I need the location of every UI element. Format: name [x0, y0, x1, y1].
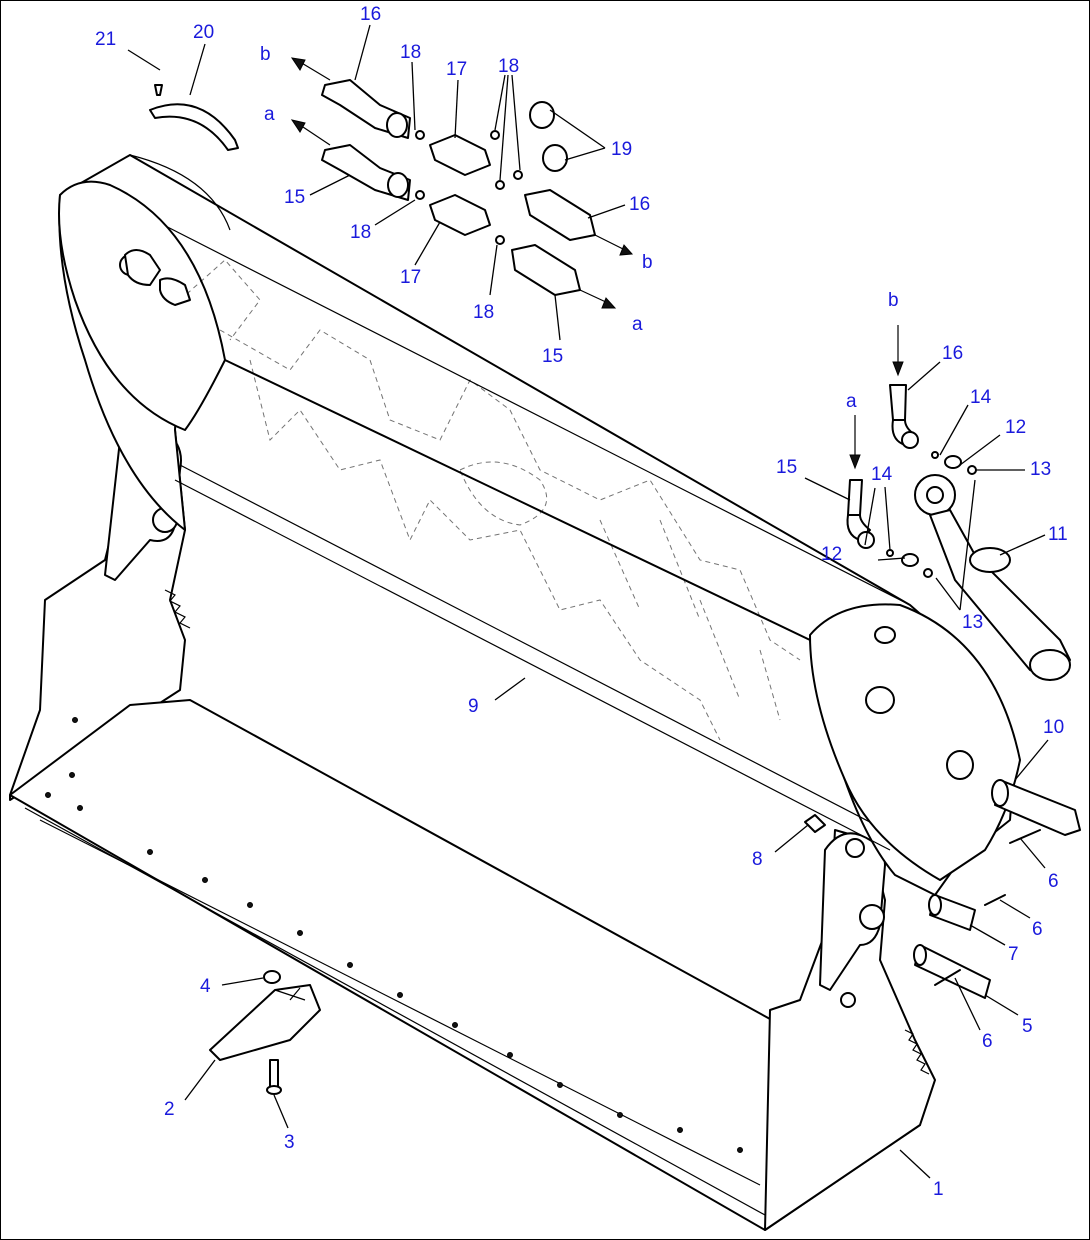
callout-13-b: 13: [962, 612, 983, 633]
callout-12-a: 12: [1005, 417, 1026, 438]
callout-labels: 1 2 3 4 5 6 6 6 7 8 9 10 11 12 12 13 13 …: [95, 4, 1068, 1200]
callout-17-a: 17: [446, 59, 467, 80]
hose-coupler-group: [149, 57, 634, 309]
callout-15-a: 15: [284, 187, 305, 208]
callout-10: 10: [1043, 717, 1064, 738]
callout-6-a: 6: [1048, 871, 1059, 892]
callout-4: 4: [200, 976, 211, 997]
callout-15-c: 15: [776, 457, 797, 478]
label-b-upper: b: [260, 44, 271, 65]
label-a-lower: a: [632, 314, 643, 335]
clam-shell: [58, 154, 1021, 896]
callout-11: 11: [1048, 524, 1068, 545]
callout-8: 8: [752, 849, 763, 870]
callout-6-c: 6: [982, 1031, 993, 1052]
callout-5: 5: [1022, 1016, 1033, 1037]
cylinder-assembly: [846, 325, 1071, 681]
pins-group: [804, 779, 1081, 999]
callout-15-b: 15: [542, 346, 563, 367]
callout-18-b: 18: [498, 56, 519, 77]
callout-16-a: 16: [360, 4, 381, 25]
callout-19: 19: [611, 139, 632, 160]
callout-2: 2: [164, 1099, 175, 1120]
bucket-body: [9, 419, 936, 1231]
label-b-right: b: [888, 290, 899, 311]
callout-6-b: 6: [1032, 919, 1043, 940]
callout-14-b: 14: [871, 464, 893, 485]
label-b-lower: b: [642, 252, 653, 273]
callout-13-a: 13: [1030, 459, 1051, 480]
label-a-upper: a: [264, 104, 275, 125]
left-shell-fittings: [124, 249, 191, 306]
callout-16-c: 16: [942, 343, 963, 364]
callout-17-b: 17: [400, 267, 421, 288]
callout-18-d: 18: [473, 302, 494, 323]
callout-21: 21: [95, 29, 116, 50]
tooth-assembly: [209, 970, 321, 1095]
callout-12-b: 12: [821, 544, 842, 565]
label-a-right: a: [846, 391, 857, 412]
callout-20: 20: [193, 22, 214, 43]
callout-18-c: 18: [350, 222, 371, 243]
leader-lines: [127, 24, 1049, 1179]
callout-1: 1: [933, 1179, 944, 1200]
callout-9: 9: [468, 696, 479, 717]
callout-3: 3: [284, 1132, 295, 1153]
callout-18-a: 18: [400, 42, 421, 63]
callout-16-b: 16: [629, 194, 650, 215]
callout-14-a: 14: [970, 387, 992, 408]
callout-7: 7: [1008, 944, 1019, 965]
edge-bolt-holes: [45, 717, 743, 1153]
